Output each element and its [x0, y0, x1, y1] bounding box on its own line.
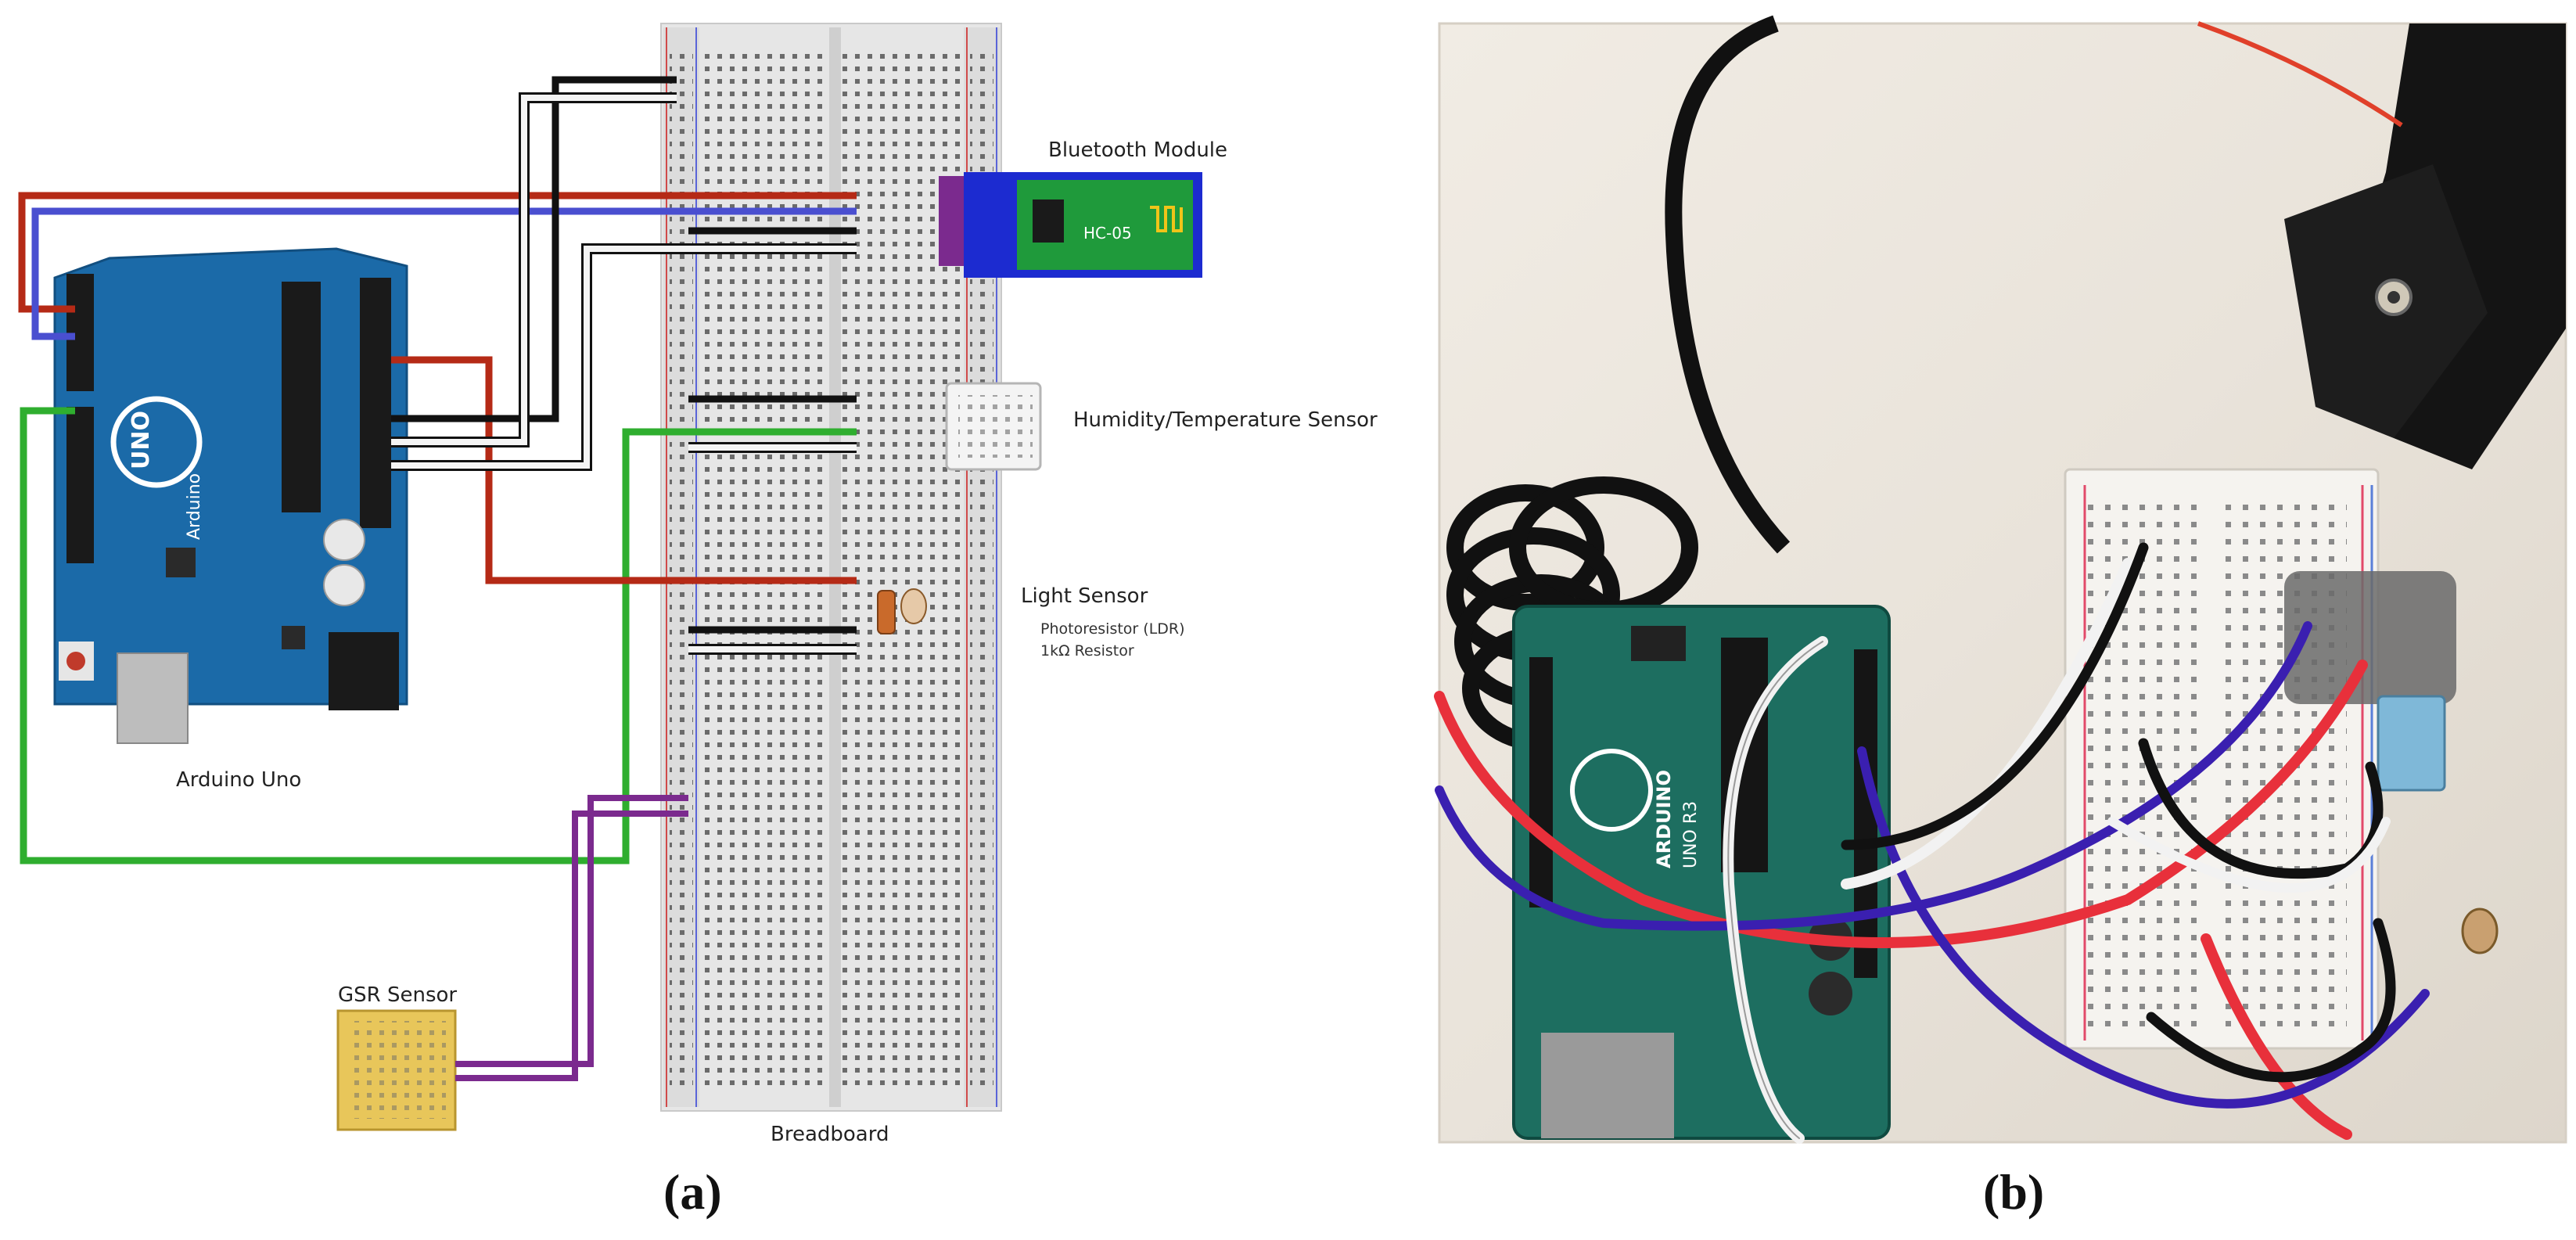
label-photoresistor: Photoresistor (LDR) — [1040, 620, 1185, 638]
label-gsr-sensor: GSR Sensor — [338, 983, 457, 1007]
photo-breadboard — [2064, 468, 2499, 1050]
photo-arduino-board: ARDUINO UNO R3 — [1512, 605, 1891, 1140]
wire-blue-ground — [31, 207, 857, 340]
panel-a-breadboard-diagram: UNO Arduino HC-05 — [18, 23, 1378, 1146]
wires-panel-a — [18, 76, 964, 1081]
panel-b-photo: ARDUINO UNO R3 — [1434, 15, 2567, 1144]
arduino-uno-board: UNO Arduino — [53, 247, 408, 744]
photo-wires — [1434, 542, 2430, 1144]
wire-white-a — [391, 92, 677, 447]
label-light-sensor: Light Sensor — [1021, 584, 1148, 608]
photo-arduino-model: UNO R3 — [1681, 801, 1701, 868]
humidity-temperature-sensor — [945, 382, 1042, 471]
bt-module-chip-text: HC-05 — [1083, 224, 1132, 243]
label-bluetooth-module: Bluetooth Module — [1048, 138, 1227, 162]
wire-green-data — [20, 407, 857, 864]
wire-purple-gsr-2 — [455, 810, 688, 1081]
gsr-electrode-pads — [2197, 21, 2566, 469]
arduino-uno-text: UNO — [128, 411, 155, 469]
gsr-sensor — [336, 1009, 457, 1131]
label-breadboard: Breadboard — [771, 1123, 889, 1146]
photo-arduino-brand: ARDUINO — [1653, 770, 1675, 868]
caption-b: (b) — [1983, 1164, 2044, 1220]
wire-purple-gsr-1 — [455, 795, 688, 1067]
bluetooth-module: HC-05 — [939, 172, 1202, 278]
wire-red-power — [18, 192, 857, 313]
label-humidity-temperature-sensor: Humidity/Temperature Sensor — [1073, 408, 1378, 432]
light-sensor-parts — [877, 588, 927, 634]
label-arduino-uno: Arduino Uno — [176, 768, 301, 792]
wire-black-a — [391, 76, 677, 422]
label-resistor: 1kΩ Resistor — [1040, 642, 1134, 660]
caption-a: (a) — [663, 1164, 722, 1220]
arduino-brand-text: Arduino — [185, 473, 204, 540]
